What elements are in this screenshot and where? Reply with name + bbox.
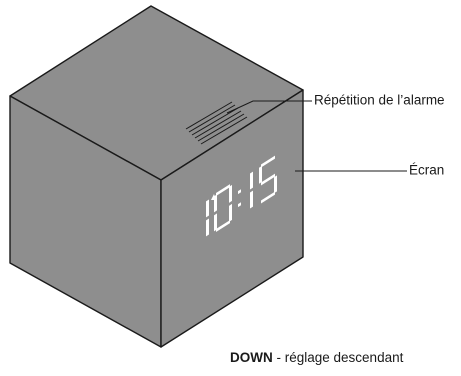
digit-0: [214, 184, 232, 233]
snooze-grille: [185, 101, 248, 145]
down-button-label: DOWN - réglage descendant: [230, 350, 404, 365]
alarm-indicator-icon: [211, 194, 216, 200]
down-keyword: DOWN: [230, 350, 273, 365]
digit-5: [259, 155, 277, 204]
led-display: [206, 155, 277, 237]
digit-1b: [250, 171, 253, 209]
leader-lines: [226, 100, 407, 172]
snooze-label: Répétition de l’alarme: [314, 93, 445, 108]
colon: [238, 189, 241, 208]
snooze-leader: [226, 100, 312, 114]
screen-label: Écran: [409, 163, 444, 178]
down-description: - réglage descendant: [273, 350, 404, 365]
digit-1: [206, 199, 209, 237]
